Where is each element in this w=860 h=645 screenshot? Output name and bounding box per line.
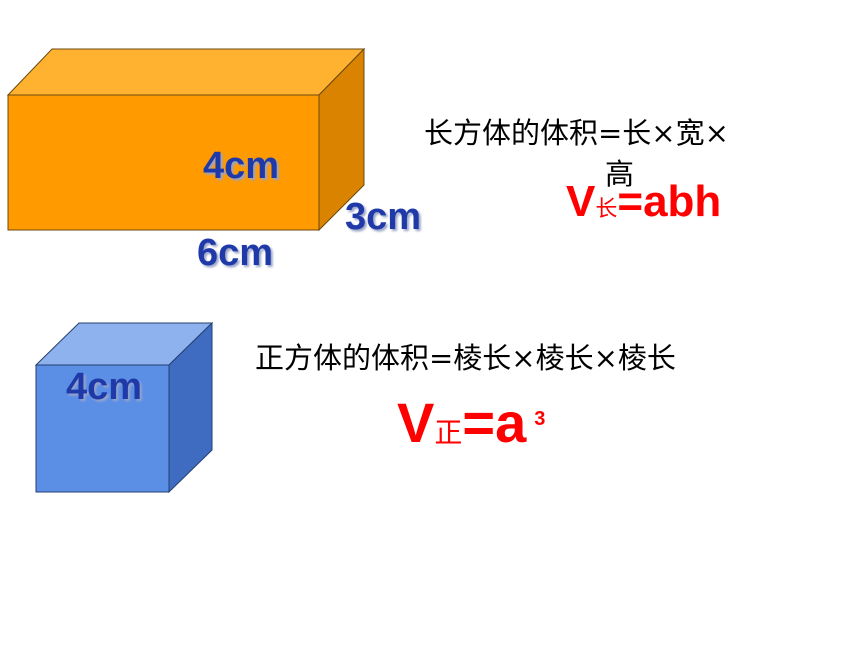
cube-volume-formula: 正方体的体积=棱长×棱长×棱长 [255, 341, 676, 375]
cube-symbol-subscript: 正 [434, 416, 463, 449]
cuboid-depth-label: 3cm [345, 196, 422, 238]
cuboid-symbol-rest: =abh [617, 177, 722, 226]
cuboid-symbol-main: V [566, 177, 596, 226]
cube-front-face [35, 364, 170, 493]
cuboid-volume-formula-line2: 高 [605, 157, 635, 191]
cuboid-front-face [7, 94, 320, 231]
cuboid-height-label: 4cm [203, 145, 280, 187]
cube-symbol-exponent: 3 [534, 408, 546, 430]
cube-symbol-rest: =a [462, 391, 527, 454]
cuboid-volume-formula-line1: 长方体的体积=长×宽× [424, 116, 729, 150]
cube-volume-symbol: V正=a 3 [397, 393, 545, 463]
cube-shape [34, 321, 214, 494]
cuboid-symbol-subscript: 长 [595, 197, 618, 222]
cube-edge-label: 4cm [66, 366, 143, 408]
cuboid-top-face [6, 48, 366, 96]
cuboid-length-label: 6cm [197, 232, 274, 274]
cuboid-volume-symbol: V长=abh [566, 178, 721, 234]
cuboid-shape [6, 47, 366, 232]
cube-symbol-main: V [397, 391, 435, 454]
